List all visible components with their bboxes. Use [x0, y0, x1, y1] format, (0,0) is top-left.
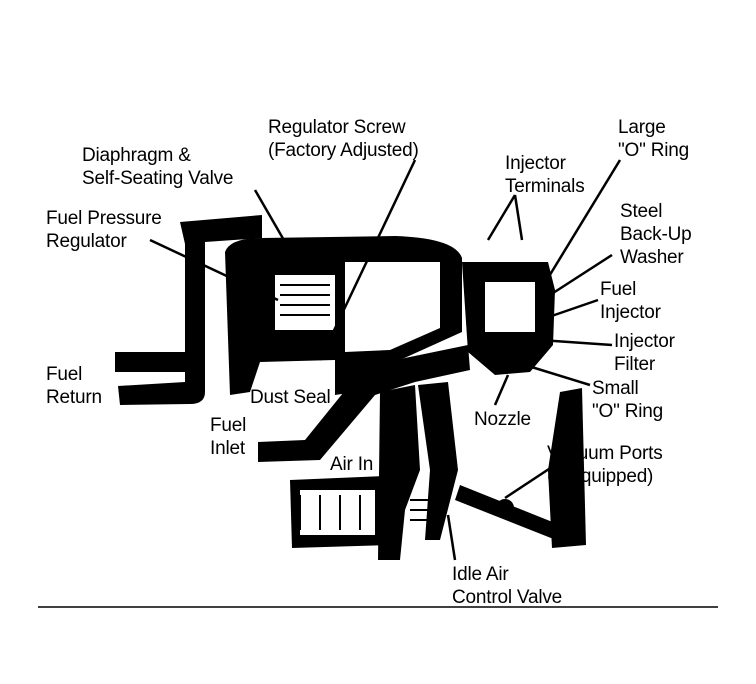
- leader-large-o-ring: [546, 159, 622, 279]
- leader-nozzle: [493, 374, 510, 406]
- injector-core: [485, 282, 535, 332]
- fuel-inlet-passage: [258, 345, 470, 462]
- leader-small-o-ring: [524, 363, 591, 387]
- label-air-in: Air In: [330, 454, 374, 475]
- label-diaphragm-valve: Diaphragm &Self-Seating Valve: [82, 145, 234, 189]
- label-dust-seal: Dust Seal: [250, 387, 331, 408]
- right-bore-wall: [548, 388, 586, 548]
- iac-threads: [299, 495, 361, 530]
- label-nozzle: Nozzle: [474, 409, 531, 430]
- throttle-body-lower: [378, 385, 420, 560]
- leader-diaphragm: [253, 189, 302, 269]
- leader-idle-air-control: [446, 514, 457, 561]
- label-vacuum-ports: Vacuum Ports(If Equipped): [547, 443, 663, 487]
- iac-spring: [410, 499, 440, 521]
- leader-injector-terminals-right: [513, 194, 524, 241]
- leader-lines: [149, 159, 622, 561]
- fuel-return-passage: [118, 215, 262, 405]
- throttle-bore-wall: [418, 382, 458, 540]
- leader-injector-filter: [539, 338, 613, 347]
- diaphragm-spring-lines: [280, 284, 330, 316]
- label-small-o-ring: Small"O" Ring: [592, 378, 664, 422]
- label-regulator-screw: Regulator Screw(Factory Adjusted): [268, 117, 419, 161]
- leader-fuel-pressure-regulator: [149, 238, 279, 302]
- label-large-o-ring: Large"O" Ring: [618, 117, 690, 161]
- iac-body-highlight: [300, 490, 375, 535]
- diaphragm-chamber: [275, 275, 335, 330]
- leader-vacuum-ports: [504, 463, 556, 500]
- regulator-cavity: [345, 262, 440, 352]
- throttle-shaft: [496, 499, 514, 517]
- leader-steel-washer: [549, 253, 613, 297]
- leader-injector-terminals-left: [486, 194, 517, 241]
- leader-fuel-injector: [539, 298, 599, 322]
- leader-regulator-screw: [318, 159, 417, 361]
- fuel-return-pipe: [115, 352, 200, 372]
